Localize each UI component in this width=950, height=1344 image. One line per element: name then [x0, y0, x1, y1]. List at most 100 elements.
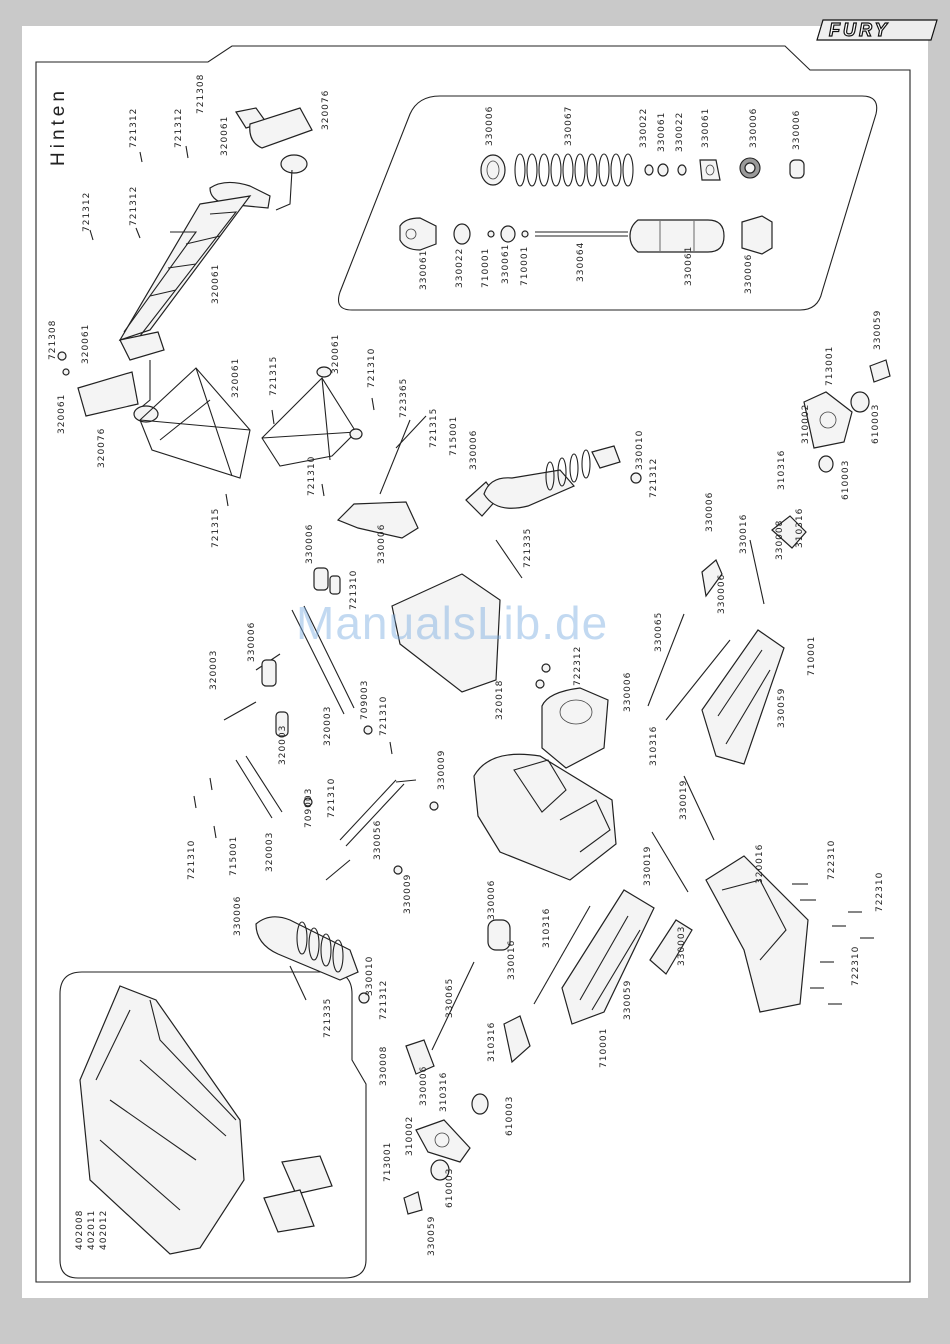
part-number-label: 330006 — [419, 1065, 429, 1106]
part-number-label: 330006 — [623, 671, 633, 712]
part-number-label: 715001 — [449, 415, 459, 456]
part-number-label: 320003 — [265, 831, 275, 872]
part-number-label: 330016 — [507, 939, 517, 980]
body-inset-panel — [59, 971, 367, 1279]
part-number-label: 721310 — [307, 455, 317, 496]
part-number-label: 310002 — [801, 403, 811, 444]
part-number-label: 310316 — [649, 725, 659, 766]
part-number-label: 721315 — [211, 507, 221, 548]
part-number-label: 330056 — [373, 819, 383, 860]
part-number-label: 330061 — [701, 107, 711, 148]
page-title: Hinten — [48, 87, 69, 166]
shock-detail-panel — [337, 95, 878, 311]
part-number-label: 310316 — [487, 1021, 497, 1062]
part-number-label: 330006 — [705, 491, 715, 532]
part-number-label: 330059 — [873, 309, 883, 350]
part-number-label: 610003 — [871, 403, 881, 444]
part-number-label: 310316 — [777, 449, 787, 490]
part-number-label: 320016 — [755, 843, 765, 884]
part-number-label: 402008 — [75, 1209, 85, 1250]
part-number-label: 330006 — [247, 621, 257, 662]
part-number-label: 330019 — [643, 845, 653, 886]
part-number-label: 709003 — [304, 787, 314, 828]
logo-text: FURY — [829, 20, 890, 40]
body-shell — [79, 985, 333, 1255]
part-number-label: 610003 — [505, 1095, 515, 1136]
part-number-label: 320003 — [209, 649, 219, 690]
part-number-label: 330022 — [639, 107, 649, 148]
part-number-label: 721310 — [349, 569, 359, 610]
part-number-label: 330022 — [675, 111, 685, 152]
part-number-label: 330006 — [233, 895, 243, 936]
part-number-label: 710001 — [520, 245, 530, 286]
part-number-label: 320061 — [211, 263, 221, 304]
rear-shock-left — [255, 916, 370, 1004]
part-number-label: 721312 — [129, 107, 139, 148]
part-number-label: 721310 — [379, 695, 389, 736]
part-number-label: 330061 — [501, 243, 511, 284]
part-number-label: 713001 — [383, 1141, 393, 1182]
part-number-label: 722310 — [851, 945, 861, 986]
right-suspension — [647, 359, 891, 1013]
part-number-label: 721312 — [82, 191, 92, 232]
part-number-label: 721315 — [429, 407, 439, 448]
part-number-label: 330061 — [684, 245, 694, 286]
part-number-label: 330006 — [717, 573, 727, 614]
watermark-text: ManualsLib.de — [296, 597, 609, 649]
part-number-label: 402011 — [87, 1209, 97, 1250]
part-number-label: 330003 — [677, 925, 687, 966]
part-number-label: 330008 — [379, 1045, 389, 1086]
part-number-label: 330016 — [739, 513, 749, 554]
part-number-label: 721335 — [523, 527, 533, 568]
part-number-label: 721310 — [367, 347, 377, 388]
part-number-label: 310316 — [795, 507, 805, 548]
part-number-label: 330059 — [777, 687, 787, 728]
part-number-label: 330059 — [427, 1215, 437, 1256]
left-turnbuckles — [193, 567, 393, 839]
part-number-label: 320061 — [81, 323, 91, 364]
rear-bumper-frame — [139, 366, 375, 507]
part-number-label: 330064 — [576, 241, 586, 282]
part-number-label: 330006 — [792, 109, 802, 150]
part-number-label: 320076 — [321, 89, 331, 130]
part-number-label: 330022 — [455, 247, 465, 288]
part-number-label: 723365 — [399, 377, 409, 418]
shock-exploded-parts — [399, 153, 805, 255]
part-number-label: 610003 — [445, 1167, 455, 1208]
chassis-screws — [792, 883, 874, 1005]
part-number-label: 330061 — [419, 249, 429, 290]
part-number-label: 721312 — [379, 979, 389, 1020]
part-number-label: 710001 — [481, 247, 491, 288]
part-number-label: 330006 — [487, 879, 497, 920]
part-number-label: 320061 — [231, 357, 241, 398]
part-number-label: 330006 — [469, 429, 479, 470]
part-number-label: 330010 — [635, 429, 645, 470]
part-number-label: 330010 — [365, 955, 375, 996]
part-number-label: 610003 — [841, 459, 851, 500]
part-number-label: 320061 — [220, 115, 230, 156]
part-number-label: 330009 — [403, 873, 413, 914]
part-number-label: 721308 — [196, 73, 206, 114]
part-number-label: 330006 — [377, 523, 387, 564]
part-number-label: 721312 — [174, 107, 184, 148]
part-number-label: 320076 — [97, 427, 107, 468]
part-number-label: 710001 — [599, 1027, 609, 1068]
part-number-label: 320061 — [331, 333, 341, 374]
part-number-label: 709003 — [360, 679, 370, 720]
part-number-label: 721315 — [269, 355, 279, 396]
part-number-label: 722310 — [875, 871, 885, 912]
part-number-label: 320018 — [495, 679, 505, 720]
rear-shock-right — [379, 415, 642, 579]
part-number-label: 330065 — [654, 611, 664, 652]
part-number-label: 330006 — [485, 105, 495, 146]
part-number-label: 402012 — [99, 1209, 109, 1250]
part-number-label: 715001 — [229, 835, 239, 876]
part-number-label: 310316 — [542, 907, 552, 948]
part-number-label: 721308 — [48, 319, 58, 360]
part-number-label: 330006 — [749, 107, 759, 148]
rear-wing-assembly — [57, 107, 313, 423]
part-number-label: 330019 — [679, 779, 689, 820]
part-number-label: 721335 — [323, 997, 333, 1038]
part-number-label: 722310 — [827, 839, 837, 880]
